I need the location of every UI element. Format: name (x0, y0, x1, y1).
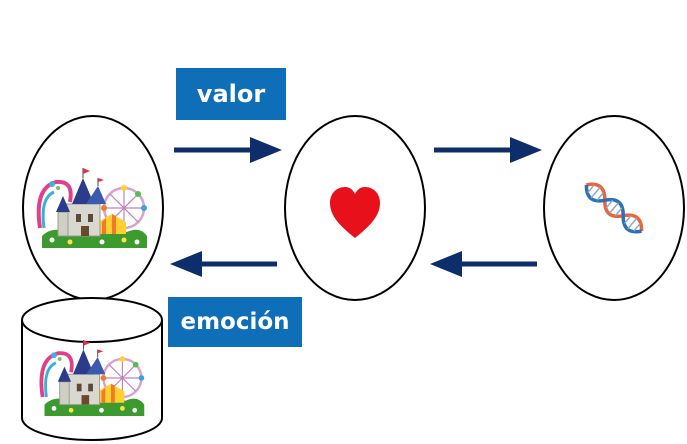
arrow-dna-to-heart (430, 251, 537, 277)
storage-cylinder (21, 297, 163, 441)
heart-icon (330, 187, 380, 238)
node-heart (284, 115, 426, 301)
arrow-heart-to-dna (434, 137, 542, 163)
dna-icon (584, 182, 644, 234)
node-dna (543, 115, 685, 301)
label-emocion: emoción (168, 297, 302, 347)
node-amusement-park (22, 115, 164, 301)
arrow-heart-to-park (170, 251, 277, 277)
arrow-park-to-heart (174, 137, 282, 163)
label-valor: valor (176, 68, 286, 120)
